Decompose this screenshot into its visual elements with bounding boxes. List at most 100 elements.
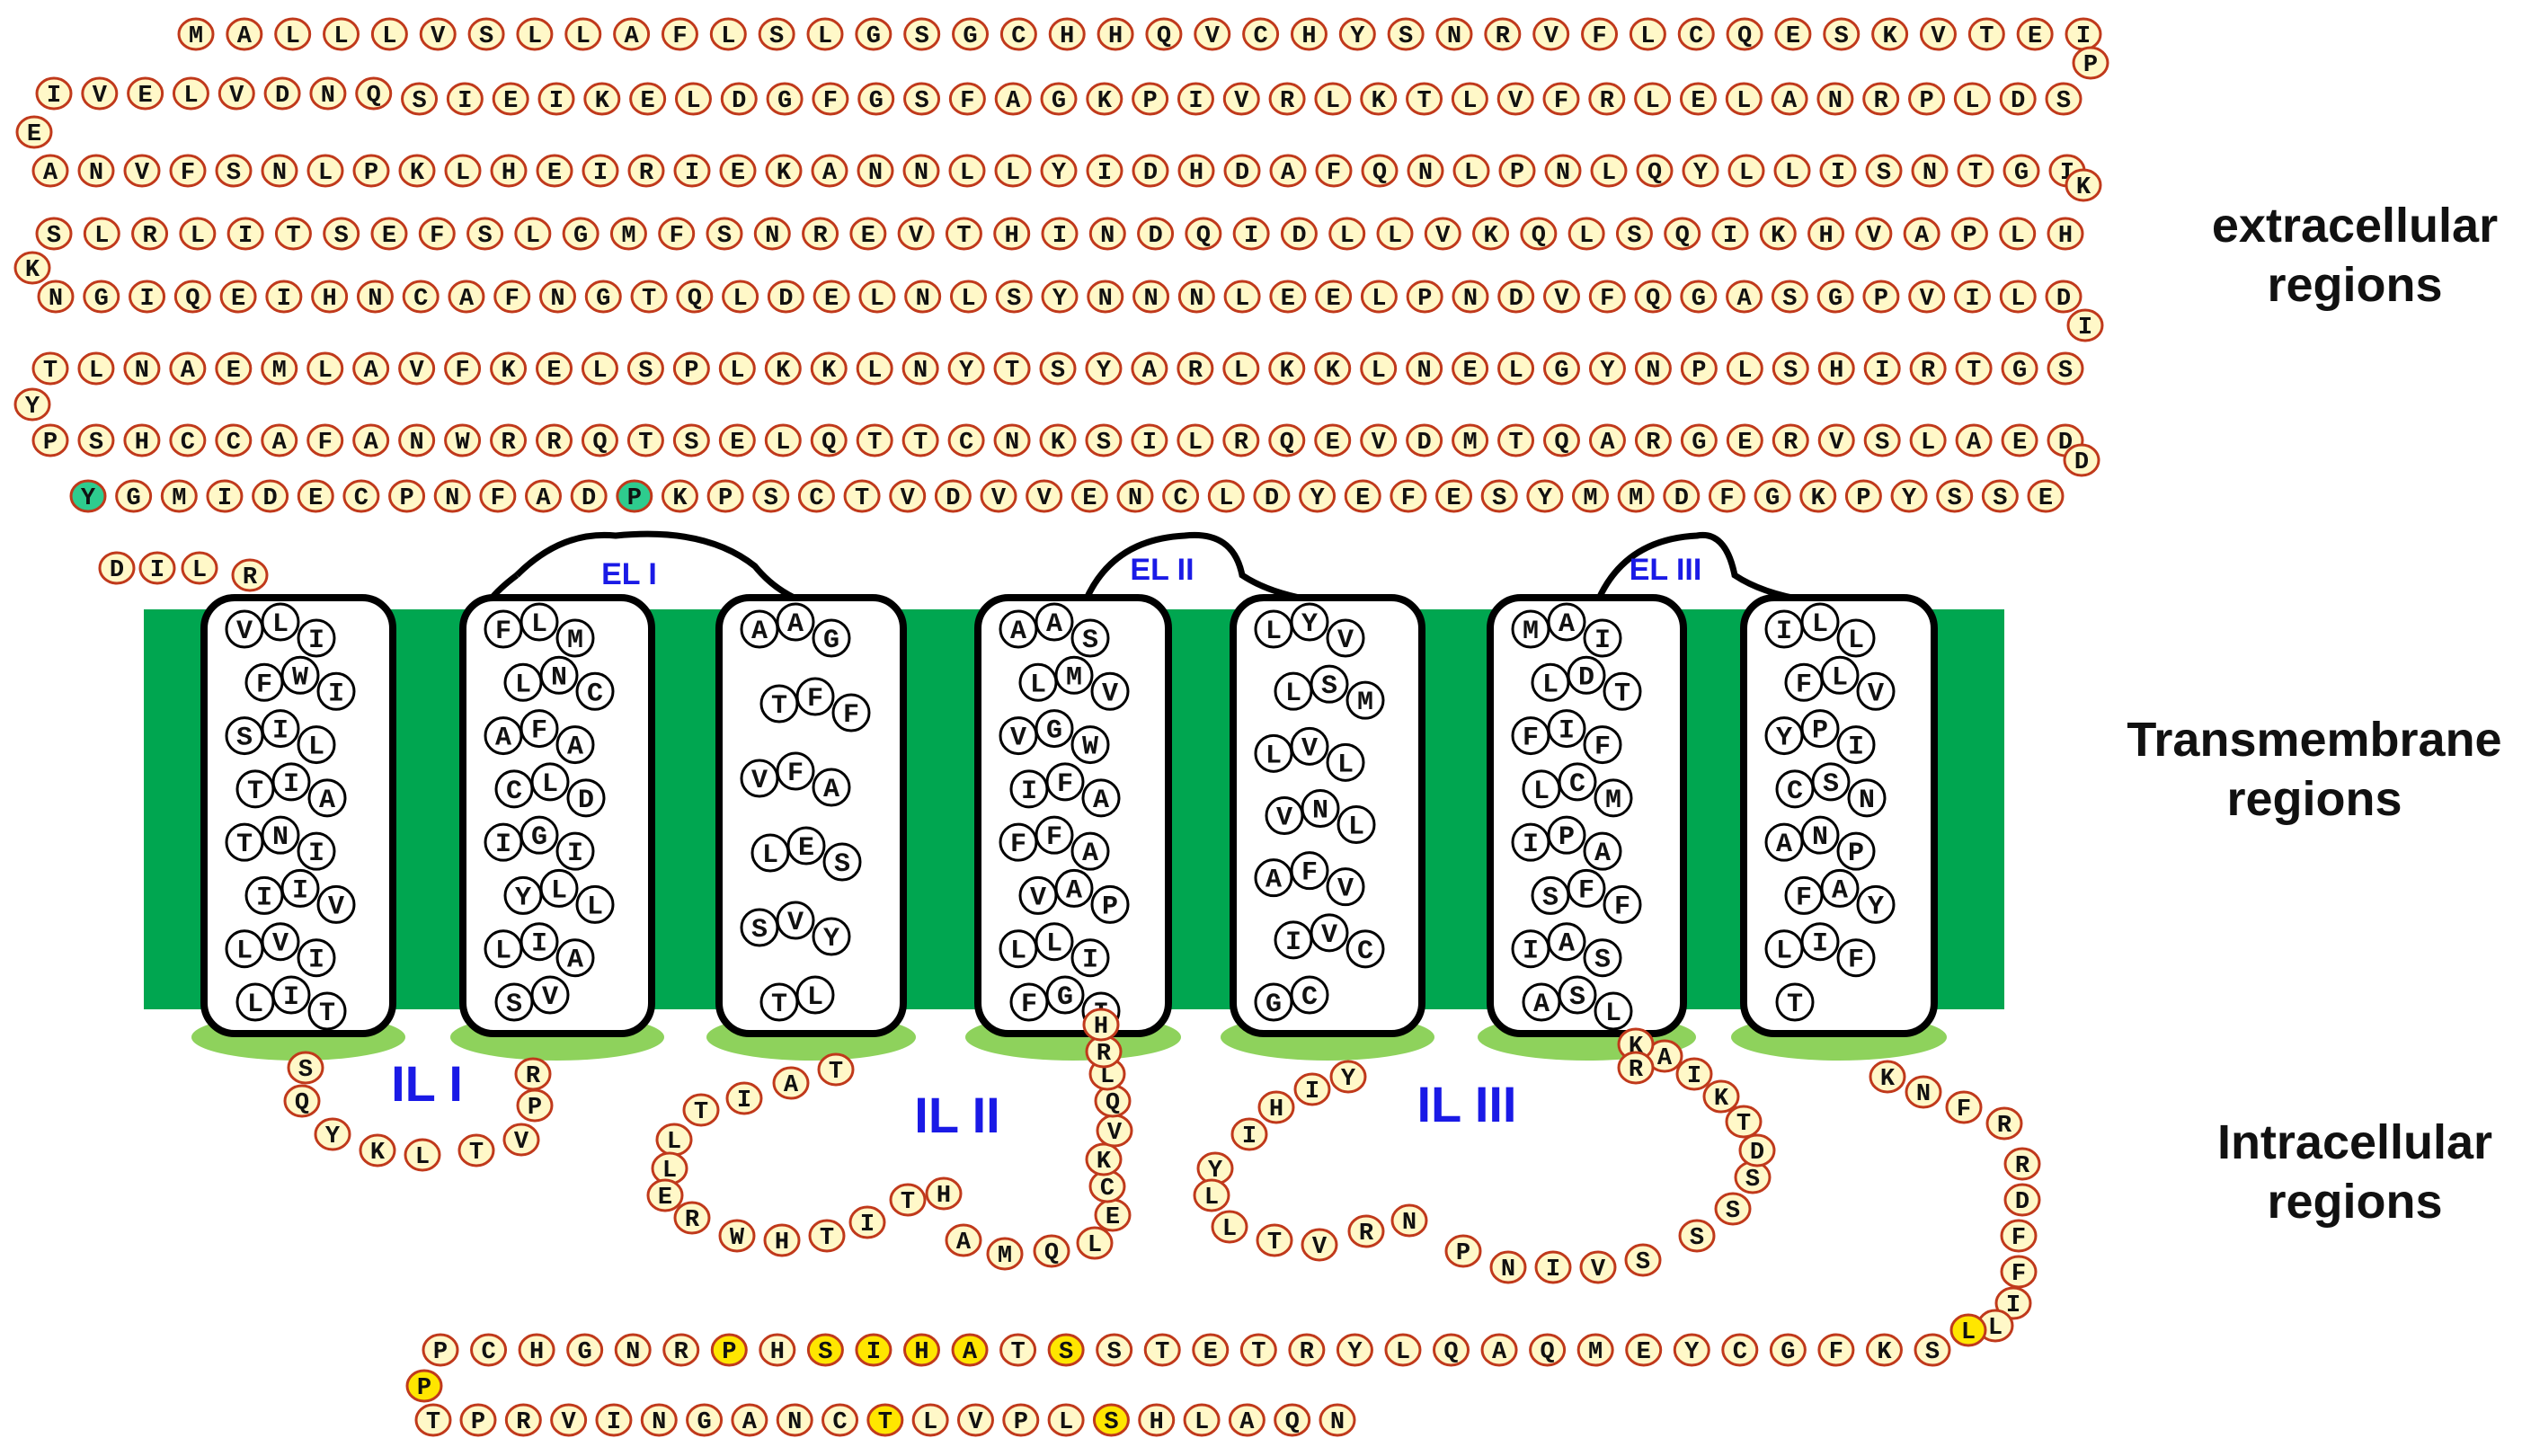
residue-circle	[1547, 815, 1586, 855]
residue-letter: S	[717, 223, 732, 250]
extracellular-residue: K	[765, 154, 803, 188]
residue-ellipse	[706, 479, 744, 513]
c-tail-residue: S	[1914, 1333, 1951, 1367]
residue-ellipse	[444, 423, 482, 457]
extracellular-residue: M	[1617, 479, 1655, 513]
extracellular-residue: P	[706, 479, 744, 513]
residue-ellipse	[215, 154, 253, 188]
residue-letter: K	[1877, 1339, 1892, 1366]
il3-residue: S	[1624, 1243, 1662, 1277]
c-tail-residue: R	[662, 1333, 700, 1367]
residue-circle	[1018, 662, 1058, 702]
residue-circle	[555, 618, 595, 658]
residue-letter: L	[382, 23, 396, 50]
extracellular-residue: E	[2001, 423, 2038, 457]
residue-circle	[795, 677, 835, 716]
extracellular-residue: L	[516, 17, 554, 51]
extracellular-residue: G	[1680, 280, 1718, 314]
extracellular-residue: T	[1955, 351, 1993, 386]
residue-ellipse	[1953, 82, 1991, 116]
residue-ellipse	[813, 280, 850, 314]
residue-letter: A	[1492, 1339, 1507, 1366]
residue-ellipse	[1274, 1403, 1311, 1437]
residue-letter: C	[1174, 485, 1188, 512]
residue-letter: T	[638, 430, 653, 457]
residue-letter: P	[43, 430, 58, 457]
extracellular-residue: Y	[1040, 154, 1078, 188]
extracellular-residue: F	[1708, 479, 1745, 513]
residue-ellipse	[806, 17, 844, 51]
residue-letter: E	[731, 160, 745, 187]
residue-ellipse	[582, 154, 619, 188]
residue-letter: Y	[1052, 160, 1067, 187]
residue-ellipse	[1677, 17, 1715, 51]
residue-ellipse	[1070, 479, 1108, 513]
tm-residue: F	[1045, 762, 1085, 802]
residue-letter: S	[1782, 286, 1797, 313]
residue-letter: L	[587, 892, 603, 922]
residue-circle	[1856, 671, 1896, 711]
residue-ellipse	[673, 1201, 711, 1235]
residue-ellipse	[722, 280, 759, 314]
residue-letter: N	[272, 822, 289, 853]
residue-letter: L	[1059, 1409, 1073, 1436]
residue-letter: T	[1967, 358, 1981, 385]
residue-ellipse	[759, 1333, 796, 1367]
tm-residue: I	[1764, 609, 1804, 649]
residue-circle	[307, 991, 347, 1031]
residue-letter: K	[1811, 485, 1826, 512]
extracellular-residue: L	[674, 82, 712, 116]
tm-residue: T	[307, 991, 347, 1031]
extracellular-residue: L	[172, 76, 209, 111]
residue-ellipse	[306, 154, 344, 188]
residue-ellipse	[1336, 1333, 1373, 1367]
label-el2: EL II	[1130, 553, 1194, 587]
residue-letter: K	[777, 160, 792, 187]
residue-letter: P	[684, 358, 698, 385]
residue-letter: Q	[367, 83, 381, 110]
residue-letter: T	[247, 777, 263, 807]
il3-residue: S	[1734, 1160, 1772, 1194]
extracellular-regions-label: extracellular regions	[2157, 196, 2531, 315]
extracellular-residue: I	[265, 280, 303, 314]
residue-ellipse	[444, 154, 482, 188]
residue-letter: T	[855, 485, 869, 512]
residue-ellipse	[1863, 423, 1901, 457]
residue-letter: I	[292, 875, 308, 906]
extracellular-residue: H	[2047, 217, 2084, 251]
residue-letter: A	[364, 358, 379, 385]
residue-letter: N	[1143, 286, 1158, 313]
extracellular-residue: K	[1360, 82, 1398, 116]
residue-ellipse	[1919, 17, 1957, 51]
residue-ellipse	[1177, 280, 1215, 314]
residue-letter: G	[578, 1339, 592, 1366]
residue-circle	[503, 662, 543, 702]
extracellular-residue: S	[995, 280, 1033, 314]
residue-ellipse	[398, 423, 436, 457]
residue-letter: S	[2058, 358, 2073, 385]
tm-residue: L	[1254, 733, 1293, 773]
residue-letter: I	[1097, 160, 1112, 187]
extracellular-residue: S	[1615, 217, 1653, 251]
phosphorylation-site: S	[1047, 1333, 1085, 1367]
residue-ellipse	[1702, 1079, 1740, 1114]
il3-residue: Y	[1196, 1151, 1234, 1185]
residue-letter: L	[776, 430, 790, 457]
residue-ellipse	[1543, 423, 1580, 457]
tm-residue: V	[1856, 671, 1896, 711]
il2-residue: T	[889, 1183, 927, 1217]
residue-letter: T	[469, 1140, 484, 1167]
extracellular-residue: I	[35, 76, 73, 111]
residue-ellipse	[15, 115, 53, 149]
extracellular-residue: K	[583, 82, 621, 116]
residue-letter: L	[1235, 286, 1249, 313]
residue-ellipse	[2000, 1219, 2038, 1253]
residue-ellipse	[160, 479, 198, 513]
residue-ellipse	[1452, 280, 1489, 314]
extracellular-residue: S	[626, 351, 664, 386]
residue-ellipse	[115, 479, 153, 513]
extracellular-residue: K	[661, 479, 698, 513]
residue-ellipse	[1314, 423, 1352, 457]
residue-letter: R	[639, 160, 654, 187]
residue-ellipse	[226, 17, 263, 51]
